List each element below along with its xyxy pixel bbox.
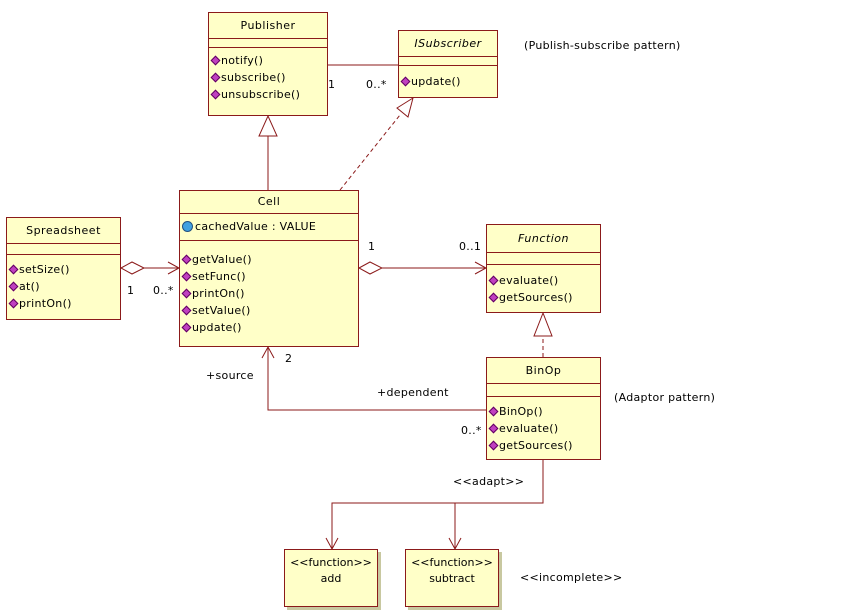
realization-arrowhead [396, 96, 414, 118]
stereotype-label: <<function>> [290, 556, 372, 569]
generalization-arrowhead [258, 114, 278, 137]
operation: BinOp() [487, 403, 600, 420]
operation-icon [181, 288, 192, 299]
aggregation-diamond-cell [357, 261, 384, 275]
source-multiplicity: 2 [285, 352, 293, 365]
cell-multiplicity: 0..* [153, 284, 174, 297]
adapt-label: <<adapt>> [453, 475, 525, 488]
function-arrowhead [533, 311, 553, 337]
operation-icon [181, 254, 192, 265]
function-multiplicity: 0..1 [459, 240, 482, 253]
arrow-to-cell-source [261, 345, 275, 359]
spreadsheet-multiplicity: 1 [127, 284, 135, 297]
operations-section: BinOp() evaluate() getSources() [487, 397, 600, 454]
private-attribute-icon [182, 220, 193, 232]
class-name: Function [487, 225, 600, 253]
aggregation-diamond-spreadsheet [119, 261, 146, 275]
operation-icon [210, 89, 221, 100]
attribute: cachedValue : VALUE [180, 214, 358, 238]
class-name: Cell [180, 191, 358, 214]
dependent-multiplicity: 0..* [461, 424, 482, 437]
adapt-connector [331, 460, 544, 549]
operation: printOn() [180, 285, 358, 302]
operation: evaluate() [487, 420, 600, 437]
isubscriber-multiplicity: 0..* [366, 78, 387, 91]
attributes-section: cachedValue : VALUE [180, 214, 358, 241]
operation: update() [180, 319, 358, 336]
class-publisher[interactable]: Publisher notify() subscribe() unsubscri… [208, 12, 328, 116]
operation: setSize() [7, 261, 120, 278]
operation-icon [181, 305, 192, 316]
operation: unsubscribe() [209, 86, 327, 103]
function-name: add [320, 572, 342, 585]
source-role-label: +source [206, 369, 254, 382]
operation: subscribe() [209, 69, 327, 86]
operation-icon [8, 264, 19, 275]
adaptor-note: (Adaptor pattern) [614, 391, 716, 404]
operation-icon [181, 271, 192, 282]
operation: printOn() [7, 295, 120, 312]
pubsub-note: (Publish-subscribe pattern) [524, 39, 681, 52]
class-name: BinOp [487, 358, 600, 384]
attributes-section [7, 244, 120, 255]
function-add[interactable]: <<function>> add [284, 549, 378, 607]
realization-cell-isubscriber [339, 114, 401, 191]
operation-icon [488, 423, 499, 434]
operation-icon [488, 440, 499, 451]
incomplete-label: <<incomplete>> [520, 571, 623, 584]
operation: at() [7, 278, 120, 295]
operation-icon [488, 292, 499, 303]
class-name: ISubscriber [399, 31, 497, 57]
association-binop-cell [267, 347, 486, 411]
operation: getValue() [180, 251, 358, 268]
cell-function-multiplicity: 1 [368, 240, 376, 253]
operations-section: setSize() at() printOn() [7, 255, 120, 312]
operation: update() [399, 73, 497, 90]
attributes-section [399, 57, 497, 66]
publisher-multiplicity: 1 [328, 78, 336, 91]
operations-section: evaluate() getSources() [487, 265, 600, 306]
attributes-section [487, 384, 600, 397]
operation-icon [400, 76, 411, 87]
operations-section: notify() subscribe() unsubscribe() [209, 48, 327, 103]
operation-icon [210, 55, 221, 66]
function-name: subtract [429, 572, 475, 585]
operations-section: getValue() setFunc() printOn() setValue(… [180, 241, 358, 336]
operation: notify() [209, 52, 327, 69]
class-name: Spreadsheet [7, 218, 120, 244]
attributes-section [209, 39, 327, 48]
attributes-section [487, 253, 600, 265]
class-name: Publisher [209, 13, 327, 39]
operation: getSources() [487, 289, 600, 306]
operation: setValue() [180, 302, 358, 319]
class-function[interactable]: Function evaluate() getSources() [486, 224, 601, 313]
operation-icon [8, 281, 19, 292]
operation-icon [181, 322, 192, 333]
operation: setFunc() [180, 268, 358, 285]
operations-section: update() [399, 66, 497, 90]
class-binop[interactable]: BinOp BinOp() evaluate() getSources() [486, 357, 601, 460]
dependent-role-label: +dependent [377, 386, 449, 399]
operation-icon [488, 406, 499, 417]
class-spreadsheet[interactable]: Spreadsheet setSize() at() printOn() [6, 217, 121, 320]
operation-icon [488, 275, 499, 286]
operation: evaluate() [487, 272, 600, 289]
function-subtract[interactable]: <<function>> subtract [405, 549, 499, 607]
operation: getSources() [487, 437, 600, 454]
class-isubscriber[interactable]: ISubscriber update() [398, 30, 498, 98]
class-cell[interactable]: Cell cachedValue : VALUE getValue() setF… [179, 190, 359, 347]
operation-icon [210, 72, 221, 83]
operation-icon [8, 298, 19, 309]
stereotype-label: <<function>> [411, 556, 493, 569]
